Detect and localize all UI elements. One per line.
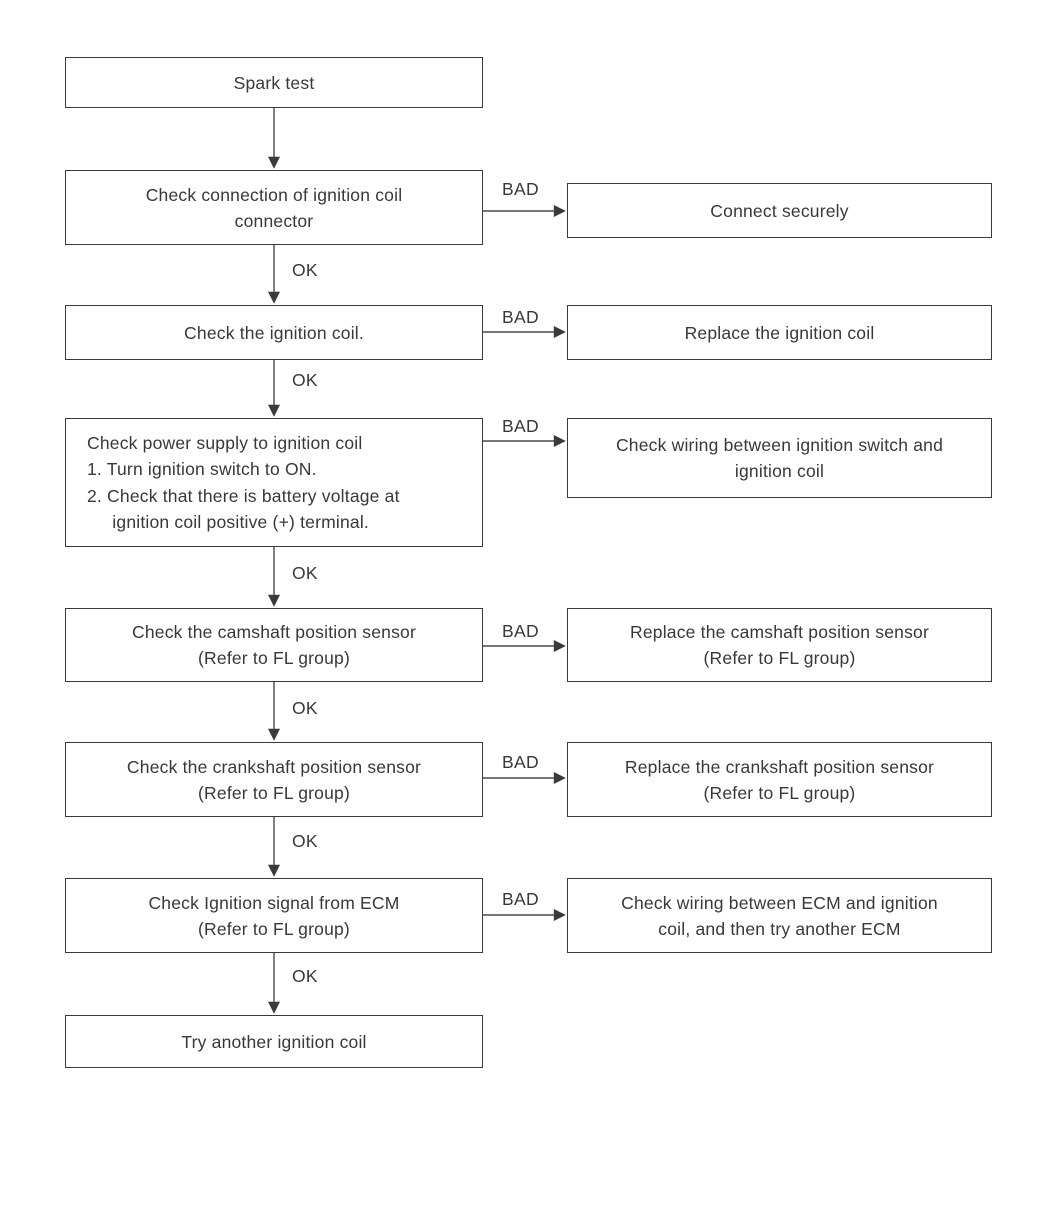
bad-label: BAD xyxy=(502,416,539,437)
remedy-node-replace-crankshaft-sensor: Replace the crankshaft position sensor (… xyxy=(567,742,992,817)
step-node-check-camshaft-sensor: Check the camshaft position sensor (Refe… xyxy=(65,608,483,682)
ok-label: OK xyxy=(292,370,318,391)
step-node-check-ignition-coil: Check the ignition coil. xyxy=(65,305,483,360)
remedy-node-replace-camshaft-sensor: Replace the camshaft position sensor (Re… xyxy=(567,608,992,682)
ok-label: OK xyxy=(292,831,318,852)
bad-label: BAD xyxy=(502,179,539,200)
remedy-node-check-wiring-switch: Check wiring between ignition switch and… xyxy=(567,418,992,498)
step-node-check-connector: Check connection of ignition coil connec… xyxy=(65,170,483,245)
remedy-node-connect-securely: Connect securely xyxy=(567,183,992,238)
bad-label: BAD xyxy=(502,307,539,328)
start-node: Spark test xyxy=(65,57,483,108)
ok-label: OK xyxy=(292,966,318,987)
remedy-node-replace-ignition-coil: Replace the ignition coil xyxy=(567,305,992,360)
step-node-check-power-supply: Check power supply to ignition coil 1. T… xyxy=(65,418,483,547)
bad-label: BAD xyxy=(502,752,539,773)
step-node-check-crankshaft-sensor: Check the crankshaft position sensor (Re… xyxy=(65,742,483,817)
bad-label: BAD xyxy=(502,621,539,642)
step-node-check-ecm-signal: Check Ignition signal from ECM (Refer to… xyxy=(65,878,483,953)
bad-label: BAD xyxy=(502,889,539,910)
ok-label: OK xyxy=(292,260,318,281)
end-node: Try another ignition coil xyxy=(65,1015,483,1068)
ok-label: OK xyxy=(292,563,318,584)
remedy-node-check-wiring-ecm: Check wiring between ECM and ignition co… xyxy=(567,878,992,953)
ok-label: OK xyxy=(292,698,318,719)
